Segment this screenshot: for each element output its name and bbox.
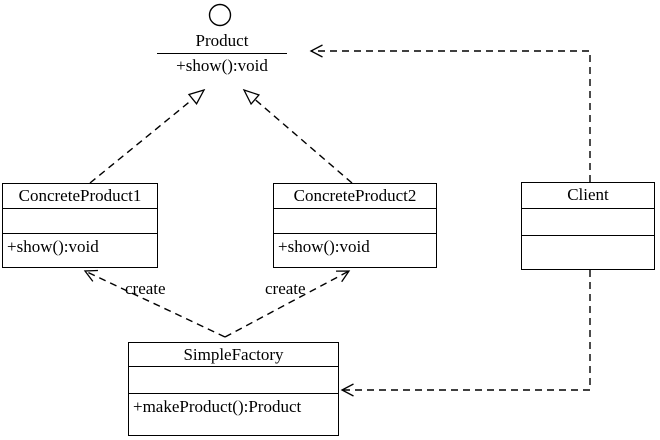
interface-lollipop-icon: [208, 3, 232, 27]
dependency-client-simplefactory: [340, 270, 591, 397]
create-label-right: create: [265, 279, 306, 298]
class-name: ConcreteProduct1: [18, 186, 142, 205]
create-label-left: create: [125, 279, 166, 298]
dependency-client-product: [309, 44, 591, 182]
method-label: +show():void: [274, 233, 436, 267]
interface-product: Product +show():void: [157, 29, 287, 77]
class-concrete-product1: ConcreteProduct1 +show():void: [2, 183, 158, 268]
attributes-compartment: [274, 208, 436, 233]
realization-concreteproduct2-product: [244, 90, 353, 184]
method-label: +makeProduct():Product: [129, 393, 338, 435]
interface-method: +show():void: [176, 56, 268, 75]
interface-name: Product: [157, 29, 287, 54]
class-simple-factory: SimpleFactory +makeProduct():Product: [128, 342, 339, 436]
class-name: Client: [567, 185, 609, 204]
realization-concreteproduct1-product: [89, 90, 204, 184]
attributes-compartment: [3, 208, 157, 233]
class-name: ConcreteProduct2: [293, 186, 417, 205]
class-name: SimpleFactory: [183, 345, 284, 364]
attributes-compartment: [522, 208, 654, 235]
class-concrete-product2: ConcreteProduct2 +show():void: [273, 183, 437, 268]
method-label: +show():void: [3, 233, 157, 267]
attributes-compartment: [129, 366, 338, 393]
class-client: Client: [521, 182, 655, 270]
methods-compartment: [522, 235, 654, 269]
